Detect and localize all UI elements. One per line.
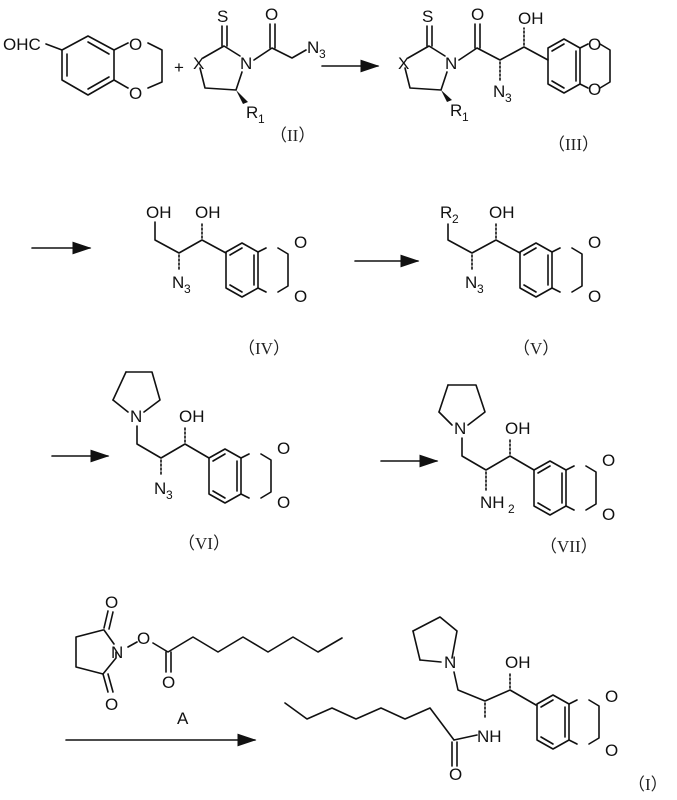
svg-text:S: S	[422, 7, 433, 26]
svg-text:R: R	[450, 101, 462, 120]
compound-II: S X N R 1 O N 3 （II）	[193, 5, 326, 145]
svg-text:3: 3	[166, 488, 173, 502]
label-V: （V）	[513, 339, 559, 358]
svg-text:O: O	[162, 673, 175, 692]
reagent-A: O N O O O A	[75, 593, 343, 728]
svg-text:OH: OH	[505, 653, 531, 672]
label-IV: （IV）	[238, 339, 290, 358]
svg-text:N: N	[111, 643, 123, 662]
svg-text:R: R	[246, 103, 258, 122]
svg-text:O: O	[277, 493, 290, 512]
svg-text:N: N	[454, 419, 466, 438]
svg-text:O: O	[471, 5, 484, 24]
svg-text:N: N	[172, 273, 184, 292]
svg-text:N: N	[445, 54, 457, 73]
svg-text:OH: OH	[489, 203, 515, 222]
svg-text:1: 1	[258, 112, 265, 126]
svg-text:2: 2	[508, 502, 515, 516]
svg-text:O: O	[294, 287, 307, 306]
label-VI: （VI）	[178, 534, 230, 553]
label-II: （II）	[270, 126, 315, 145]
svg-text:O: O	[265, 5, 278, 24]
svg-text:N: N	[493, 82, 505, 101]
svg-text:X: X	[193, 54, 204, 73]
svg-text:NH: NH	[477, 727, 502, 746]
aldehyde-label: OHC	[3, 35, 41, 54]
svg-text:O: O	[602, 505, 615, 524]
svg-text:O: O	[588, 80, 601, 99]
svg-text:NH: NH	[480, 493, 505, 512]
svg-text:1: 1	[462, 110, 469, 124]
svg-text:N: N	[444, 653, 456, 672]
svg-text:3: 3	[505, 91, 512, 105]
compound-III: S X N R 1 O N 3 OH O O （III）	[398, 5, 611, 154]
svg-text:O: O	[605, 687, 618, 706]
plus-sign: +	[174, 58, 184, 77]
svg-text:3: 3	[477, 282, 484, 296]
svg-text:OH: OH	[146, 203, 172, 222]
compound-I: O NH N OH O O （I）	[284, 616, 668, 794]
svg-text:3: 3	[319, 47, 326, 61]
svg-text:O: O	[588, 233, 601, 252]
svg-text:O: O	[449, 765, 462, 784]
compound-V: R 2 OH N 3 O O （V）	[440, 203, 601, 358]
svg-text:O: O	[137, 629, 150, 648]
svg-text:N: N	[130, 407, 142, 426]
svg-text:O: O	[588, 35, 601, 54]
svg-text:N: N	[307, 38, 319, 57]
svg-text:O: O	[605, 741, 618, 760]
svg-text:O: O	[294, 233, 307, 252]
svg-text:S: S	[217, 7, 228, 26]
svg-text:O: O	[588, 287, 601, 306]
svg-text:OH: OH	[505, 419, 531, 438]
svg-text:OH: OH	[518, 9, 544, 28]
compound-VII: N OH NH 2 O O （VII）	[438, 384, 615, 556]
label-III: （III）	[548, 135, 599, 154]
svg-text:O: O	[602, 451, 615, 470]
svg-text:O: O	[277, 439, 290, 458]
label-VII: （VII）	[540, 537, 598, 556]
label-I: （I）	[628, 775, 668, 794]
compound-IV: OH OH N 3 O O （IV）	[146, 203, 307, 358]
svg-text:3: 3	[184, 282, 191, 296]
svg-text:OH: OH	[179, 407, 205, 426]
reagent-label-A: A	[177, 709, 189, 728]
svg-text:R: R	[440, 203, 452, 222]
svg-text:N: N	[240, 54, 252, 73]
svg-text:O: O	[105, 695, 118, 714]
svg-text:2: 2	[452, 212, 459, 226]
svg-text:N: N	[154, 479, 166, 498]
svg-text:OH: OH	[195, 203, 221, 222]
svg-text:N: N	[465, 273, 477, 292]
compound-aldehyde: OHC O O	[3, 35, 163, 103]
svg-text:O: O	[105, 593, 118, 612]
svg-text:X: X	[398, 54, 409, 73]
svg-text:O: O	[129, 35, 142, 54]
compound-VI: N OH N 3 O O （VI）	[112, 371, 290, 553]
svg-text:O: O	[129, 84, 142, 103]
